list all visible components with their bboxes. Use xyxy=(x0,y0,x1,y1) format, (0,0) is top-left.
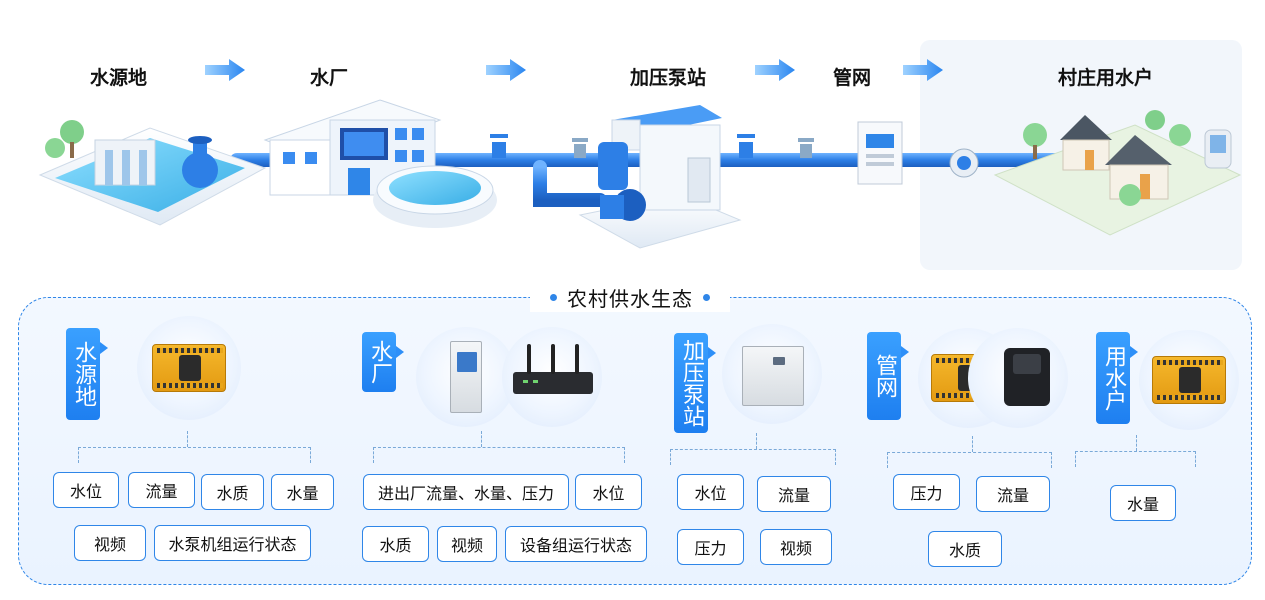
bracket-line xyxy=(1075,451,1196,467)
router-device-icon xyxy=(513,344,593,394)
bracket-line xyxy=(972,436,973,452)
metric-chip: 水质 xyxy=(362,526,429,562)
water-supply-pipeline: 水源地 水厂 加压泵站 管网 村庄用水户 xyxy=(0,0,1265,275)
electrical-cabinet-icon xyxy=(742,346,804,406)
device-circle xyxy=(722,324,822,424)
metric-chip: 流量 xyxy=(976,476,1050,512)
metric-chip: 水位 xyxy=(677,474,744,510)
dot-icon xyxy=(703,293,710,301)
bracket-line xyxy=(887,452,1052,468)
bracket-line xyxy=(78,447,311,463)
bracket-line xyxy=(756,433,757,449)
section-tag-source: 水源地 xyxy=(66,328,108,420)
metric-chip: 水量 xyxy=(271,474,334,510)
section-tag-pump-station: 加压泵站 xyxy=(674,333,716,433)
section-tag-pipe-network: 管网 xyxy=(867,332,909,420)
metric-chip: 流量 xyxy=(128,472,195,508)
metric-chip: 水质 xyxy=(928,531,1002,567)
stage-label-pipe-network: 管网 xyxy=(833,67,872,89)
flow-arrow-icon xyxy=(486,59,526,81)
controller-device-icon xyxy=(1152,356,1226,404)
metric-chip: 视频 xyxy=(437,526,497,562)
stage-label-source: 水源地 xyxy=(90,67,148,89)
device-circle xyxy=(416,327,516,427)
stage-label-pump-station: 加压泵站 xyxy=(630,67,707,89)
metric-chip: 流量 xyxy=(757,476,831,512)
metric-chip: 视频 xyxy=(74,525,146,561)
metric-chip: 水位 xyxy=(53,472,119,508)
flow-arrow-icon xyxy=(755,59,795,81)
metric-chip: 水量 xyxy=(1110,485,1176,521)
metric-chip: 压力 xyxy=(893,474,960,510)
bracket-line xyxy=(670,449,836,465)
device-circle xyxy=(1139,330,1239,430)
section-tag-plant: 水厂 xyxy=(362,332,404,392)
panel-title-bar: 农村供水生态 xyxy=(530,282,730,312)
controller-device-icon xyxy=(152,344,226,392)
metric-chip: 水位 xyxy=(575,474,642,510)
metric-chip: 水泵机组运行状态 xyxy=(154,525,311,561)
pressure-meter-icon xyxy=(1004,348,1050,406)
metric-chip: 设备组运行状态 xyxy=(505,526,647,562)
metric-chip: 水质 xyxy=(201,474,264,510)
control-cabinet-icon xyxy=(450,341,482,413)
dot-icon xyxy=(550,293,557,301)
pipeline-illustration xyxy=(38,40,1242,270)
device-circle xyxy=(502,327,602,427)
bracket-line xyxy=(187,431,188,447)
panel-title: 农村供水生态 xyxy=(567,286,693,311)
metric-chip: 进出厂流量、水量、压力 xyxy=(363,474,569,510)
metric-chip: 视频 xyxy=(760,529,832,565)
section-tag-household: 用水户 xyxy=(1096,332,1138,424)
device-circle xyxy=(137,316,241,420)
metric-chip: 压力 xyxy=(677,529,744,565)
flow-arrow-icon xyxy=(903,59,943,81)
bracket-line xyxy=(373,447,625,463)
bracket-line xyxy=(481,431,482,447)
stage-label-village: 村庄用水户 xyxy=(1058,67,1154,89)
device-circle xyxy=(968,328,1068,428)
flow-arrow-icon xyxy=(205,59,245,81)
bracket-line xyxy=(1136,435,1137,451)
stage-label-plant: 水厂 xyxy=(310,67,349,89)
